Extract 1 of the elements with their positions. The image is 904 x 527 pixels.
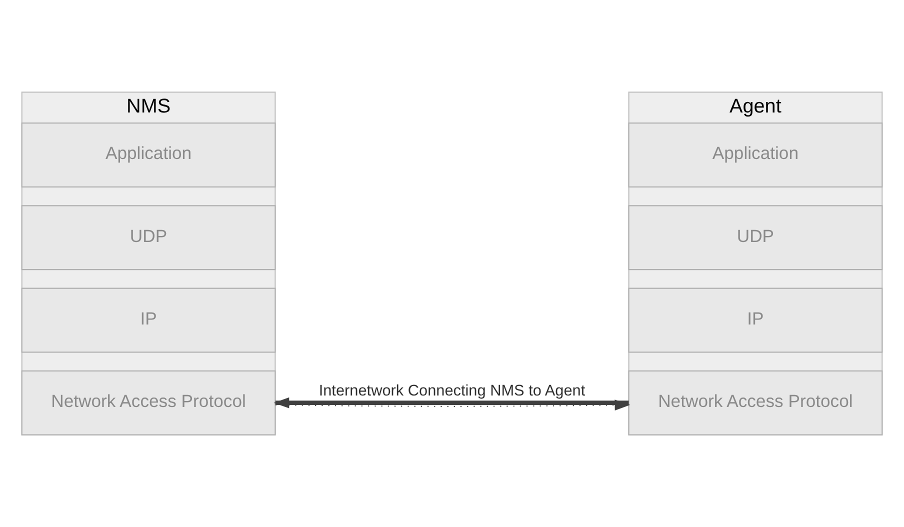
- edge-label: Internetwork Connecting NMS to Agent: [318, 382, 586, 400]
